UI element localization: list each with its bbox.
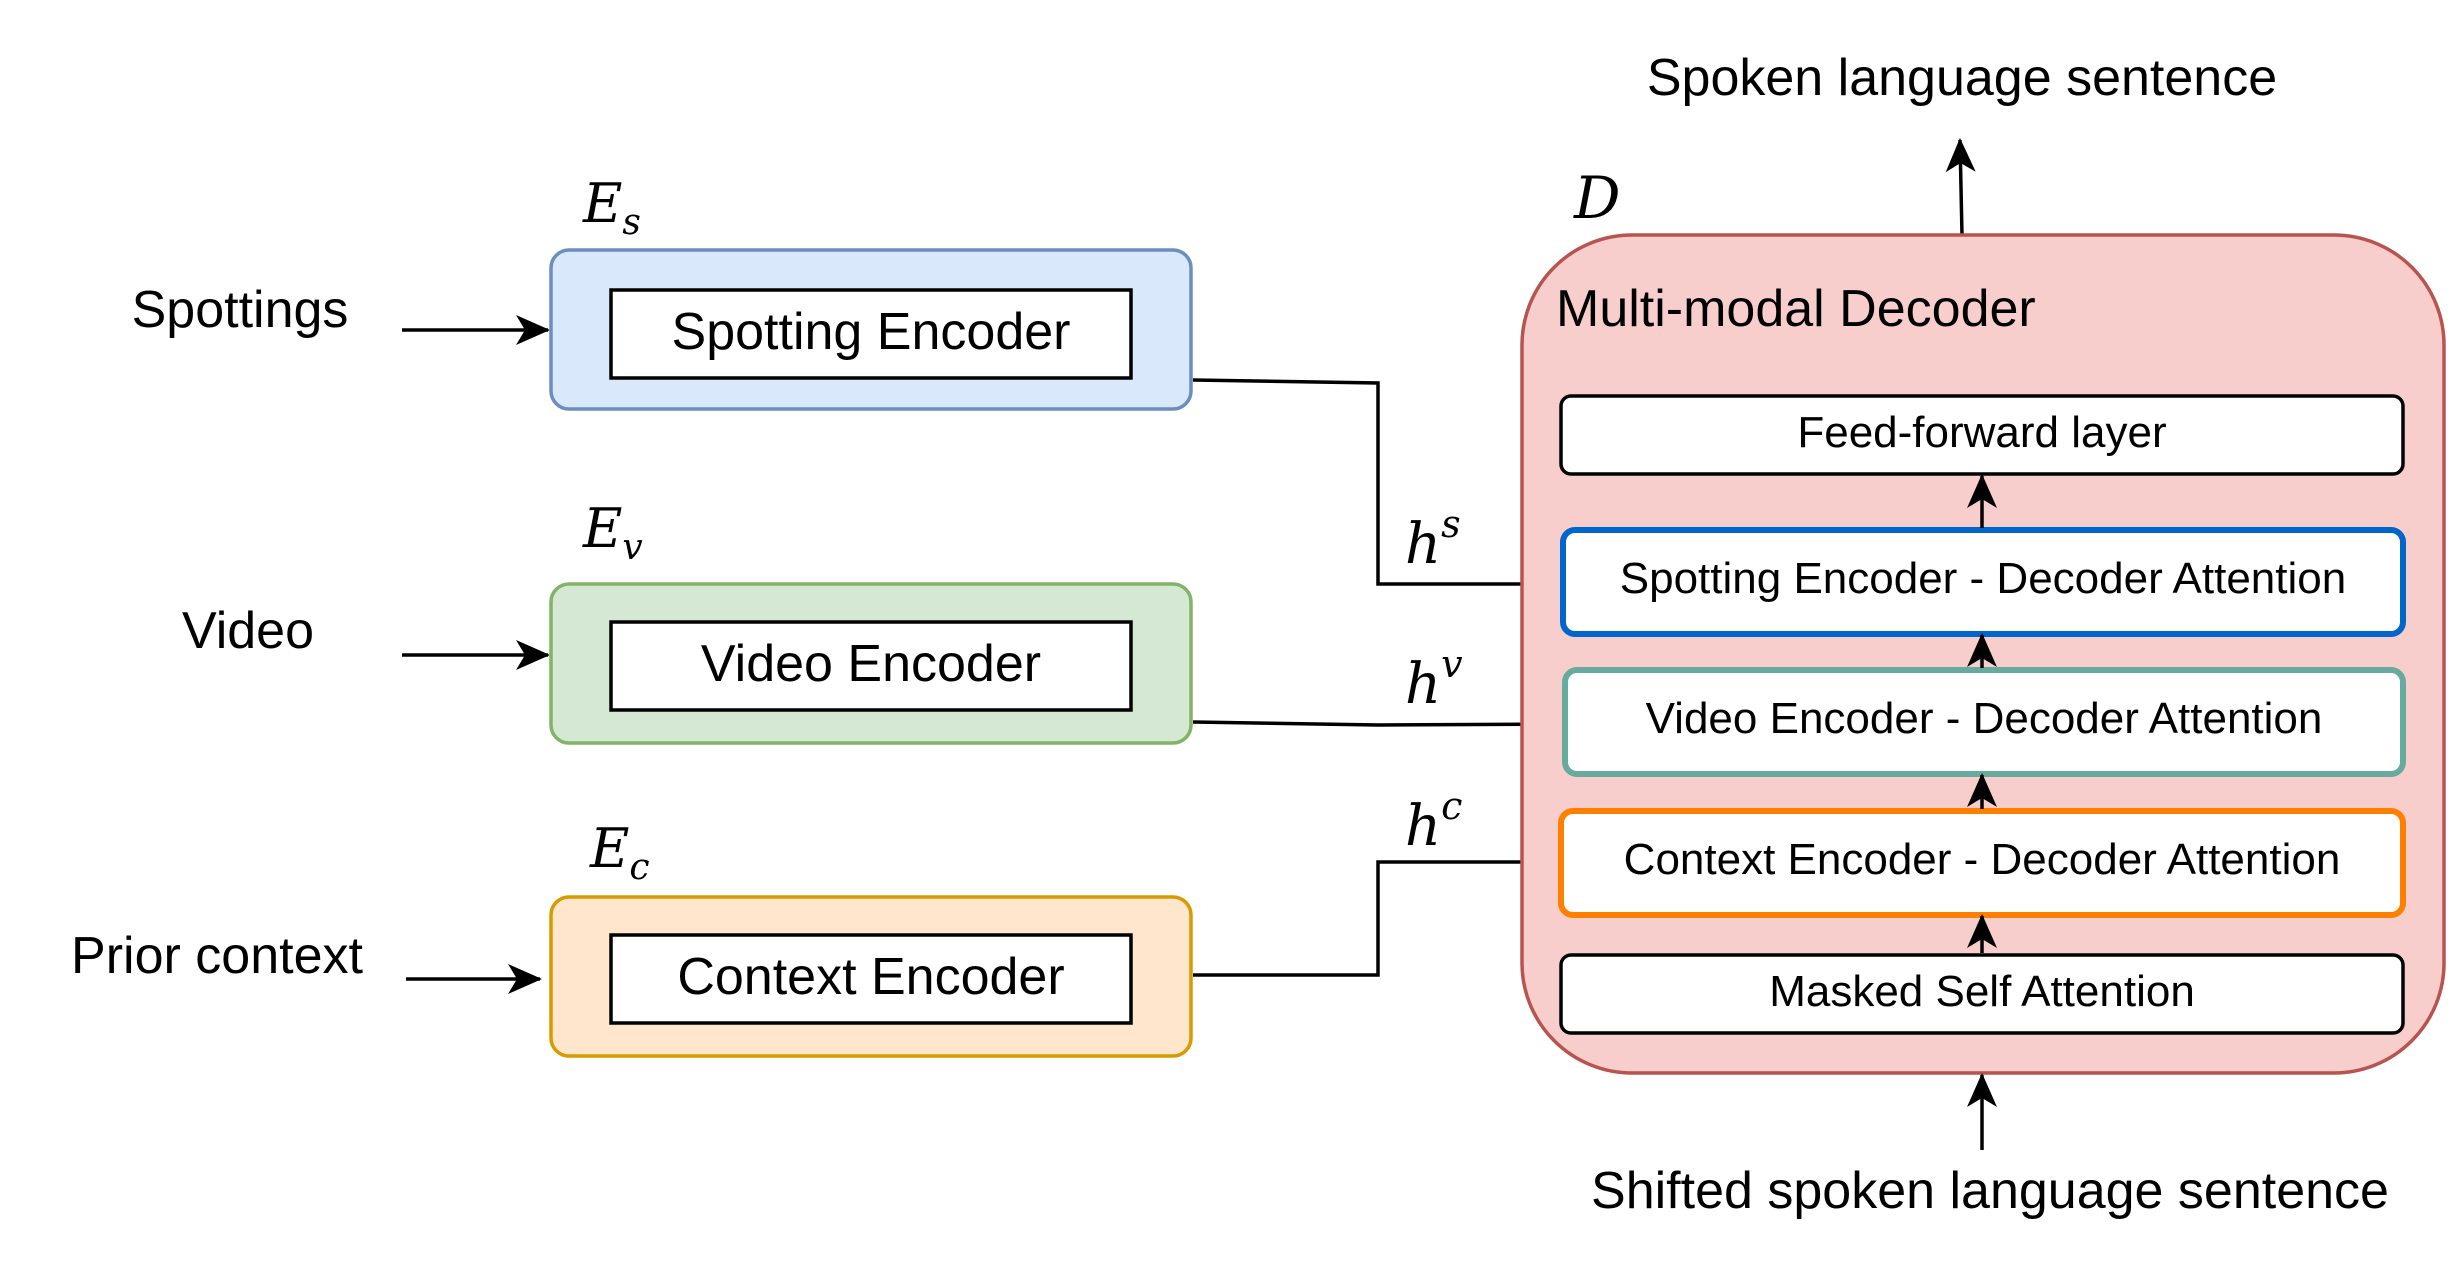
video-attention-label: Video Encoder - Decoder Attention bbox=[1646, 694, 2323, 743]
spotting-attention-label: Spotting Encoder - Decoder Attention bbox=[1620, 554, 2346, 603]
arrow-decoder-to-output bbox=[1945, 138, 1976, 236]
decoder-title: Multi-modal Decoder bbox=[1556, 280, 2036, 338]
connector-video-to-decoder bbox=[1192, 709, 1565, 740]
connector-context-to-decoder bbox=[1193, 847, 1562, 977]
video-encoder-block: Ev Video Encoder bbox=[549, 497, 1193, 745]
connector-spotting-to-decoder bbox=[1192, 378, 1565, 599]
masked-self-attention-box bbox=[1559, 953, 2405, 1035]
output-label: Spoken language sentence bbox=[1647, 49, 2277, 107]
video-encoder-symbol: Ev bbox=[582, 497, 643, 568]
input-label-spottings: Spottings bbox=[132, 281, 349, 339]
context-encoder-symbol: Ec bbox=[589, 817, 650, 888]
input-label-prior-context: Prior context bbox=[71, 927, 363, 985]
hidden-state-context: hc bbox=[1405, 784, 1462, 859]
spotting-encoder-label: Spotting Encoder bbox=[672, 303, 1071, 361]
decoder-input-label: Shifted spoken language sentence bbox=[1591, 1162, 2389, 1220]
hidden-state-spotting: hs bbox=[1405, 502, 1461, 577]
context-encoder-block: Ec Context Encoder bbox=[549, 817, 1193, 1058]
context-encoder-box bbox=[609, 933, 1133, 1025]
context-attention-label: Context Encoder - Decoder Attention bbox=[1624, 835, 2341, 884]
spotting-encoder-block: Es Spotting Encoder bbox=[549, 172, 1193, 411]
spotting-encoder-symbol: Es bbox=[582, 172, 641, 243]
input-label-video: Video bbox=[182, 602, 314, 660]
hidden-state-video: hv bbox=[1405, 642, 1463, 717]
video-encoder-box bbox=[609, 620, 1133, 712]
spotting-encoder-box bbox=[609, 288, 1133, 380]
masked-self-attention-label: Masked Self Attention bbox=[1769, 967, 2195, 1016]
video-encoder-label: Video Encoder bbox=[701, 635, 1041, 693]
context-encoder-label: Context Encoder bbox=[677, 948, 1064, 1006]
feed-forward-layer-label: Feed-forward layer bbox=[1797, 408, 2166, 457]
decoder-symbol: D bbox=[1573, 164, 1621, 232]
